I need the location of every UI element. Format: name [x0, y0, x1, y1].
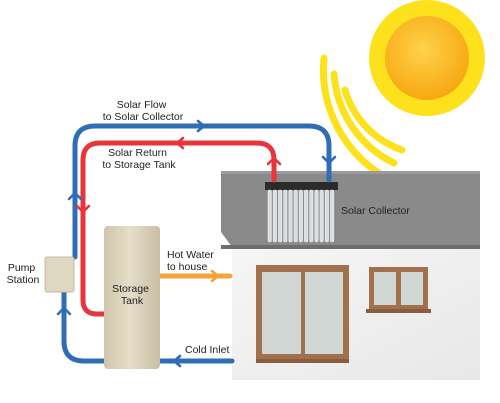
patio-door — [256, 265, 349, 363]
roof-fascia — [221, 245, 480, 249]
chevron-up-icon — [266, 156, 282, 166]
collector-tube — [330, 189, 335, 243]
flow-pipe-from-tank — [61, 289, 107, 364]
collector-tube — [288, 189, 293, 243]
collector-tube — [283, 189, 288, 243]
collector-tube — [314, 189, 319, 243]
label-storage-tank: Storage Tank — [112, 283, 152, 307]
chevron-up-icon — [56, 306, 72, 316]
pump-station — [44, 256, 75, 293]
label-solar-flow: Solar Flow to Solar Collector — [103, 99, 184, 123]
solar-collector — [265, 182, 338, 243]
sun-rays — [319, 54, 406, 181]
collector-tube — [304, 189, 309, 243]
collector-header — [265, 182, 338, 190]
collector-tube — [293, 189, 298, 243]
collector-tube — [298, 189, 303, 243]
chevron-down-icon — [321, 155, 337, 165]
house-window — [366, 267, 431, 313]
flow-arrows — [56, 119, 337, 368]
storage-tank — [104, 226, 160, 369]
chevron-right-icon — [196, 119, 206, 133]
house — [221, 171, 480, 380]
collector-tube — [324, 189, 329, 243]
collector-tube — [278, 189, 283, 243]
roof-ridge — [221, 171, 480, 174]
sun-core — [385, 16, 469, 100]
collector-tubes — [267, 189, 335, 243]
label-solar-return: Solar Return to Storage Tank — [102, 147, 176, 171]
label-hot-water: Hot Water to house — [167, 249, 217, 273]
chevron-down-icon — [75, 204, 91, 214]
chevron-right-icon — [210, 269, 220, 283]
collector-tube — [309, 189, 314, 243]
collector-tube — [272, 189, 277, 243]
chevron-left-icon — [172, 354, 182, 368]
chevron-up-icon — [67, 191, 83, 201]
label-solar-collector: Solar Collector — [341, 205, 410, 217]
return-pipe-to-tank — [80, 140, 277, 317]
collector-tube — [319, 189, 324, 243]
sun-icon — [319, 0, 485, 181]
label-pump-station: Pump Station — [7, 262, 40, 286]
collector-tube — [267, 189, 272, 243]
chevron-left-icon — [175, 136, 185, 150]
label-cold-inlet: Cold Inlet — [185, 344, 229, 356]
